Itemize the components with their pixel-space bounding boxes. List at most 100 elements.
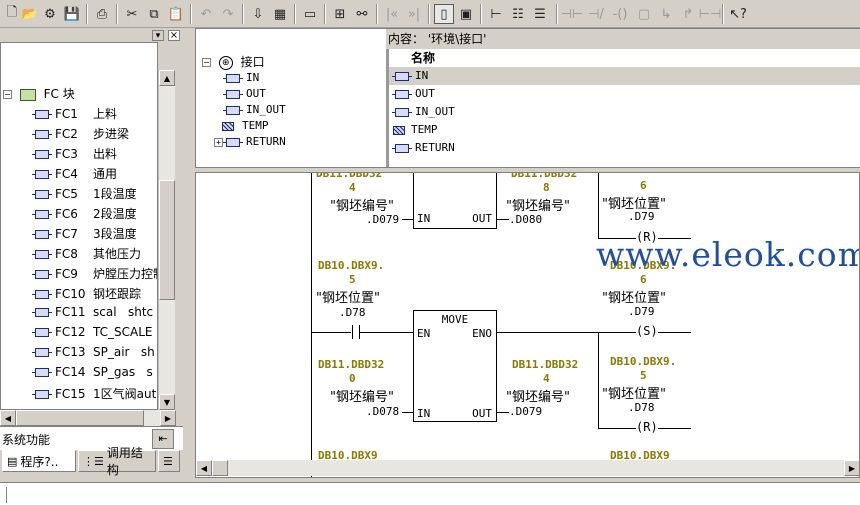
monitor-icon[interactable]: ▦ (273, 6, 287, 22)
net2-set-coil[interactable]: (S) (636, 324, 658, 338)
download-icon[interactable]: ⇩ (252, 6, 264, 22)
line-icon[interactable]: ⊢⊣ (698, 6, 722, 22)
contact-right (359, 325, 360, 339)
tab-more[interactable]: ☰ (158, 450, 180, 472)
interface-row-return[interactable]: RETURN (389, 139, 860, 157)
fc-block-icon (32, 210, 52, 219)
interface-tree-out[interactable]: OUT (222, 87, 266, 103)
close-icon[interactable]: × (168, 30, 180, 41)
contact-no-icon[interactable]: ☷ (512, 6, 524, 22)
open-branch-icon[interactable]: ⊣/ (588, 6, 604, 22)
close-branch-icon[interactable]: -() (612, 6, 628, 22)
collapse-icon[interactable]: − (3, 90, 12, 99)
scroll-down-icon[interactable]: ▼ (159, 394, 175, 410)
fc-name: 1区气阀aut (93, 387, 157, 401)
network-icon[interactable]: ⊞ (334, 6, 346, 22)
redo-icon[interactable]: ↷ (222, 6, 234, 22)
move-box-2[interactable]: MOVE EN ENO IN OUT (413, 310, 497, 422)
hscroll-thumb[interactable] (212, 460, 228, 476)
dock-icon[interactable]: ▾ (152, 30, 164, 41)
scroll-thumb[interactable] (159, 180, 175, 300)
accessible-nodes-icon[interactable]: ⚙ (44, 6, 56, 22)
interface-tree-temp[interactable]: TEMP (222, 119, 269, 135)
open-icon[interactable]: 📂 (21, 6, 39, 22)
connection-icon[interactable]: ▢ (637, 6, 651, 22)
overview-icon[interactable]: ▭ (303, 6, 317, 22)
scroll-up-icon[interactable]: ▲ (159, 70, 175, 86)
net1-in-symbol: "钢坯编号" (330, 199, 394, 214)
next-icon[interactable]: »| (407, 6, 421, 22)
interface-root[interactable]: − ⊕ 接口 (202, 53, 265, 73)
branch-icon[interactable]: ⊢ (490, 6, 502, 22)
move-box-1[interactable]: IN OUT (413, 173, 497, 229)
ladder-editor[interactable]: DB11.DBD32 4 "钢坯编号" .D079 IN OUT DB11.DB… (195, 172, 860, 478)
scroll-left-icon[interactable]: ◀ (196, 460, 212, 476)
tree-root[interactable]: − FC 块 (3, 85, 75, 105)
scroll-left-icon[interactable]: ◀ (0, 410, 16, 426)
tab-program-elements[interactable]: ▤ 程序?.. (2, 450, 76, 472)
branch-open-icon[interactable]: ↳ (660, 6, 672, 22)
explain-icon[interactable]: ⇤ (152, 429, 174, 449)
ladder-hscrollbar[interactable]: ◀ ▶ (196, 460, 859, 476)
new-icon[interactable]: 🗋 (6, 5, 18, 20)
fc-id: FC5 (55, 187, 78, 201)
interface-row-in-out[interactable]: IN_OUT (389, 103, 860, 121)
net1-in-operand: 4 (349, 181, 356, 194)
coil-icon[interactable]: ⊣⊢ (560, 6, 584, 22)
interface-row-temp[interactable]: TEMP (389, 121, 860, 139)
tab-call-structure[interactable]: ⋮☰ 调用结构 (78, 446, 156, 477)
move-title: MOVE (441, 313, 469, 326)
net1-reset-coil[interactable]: (R) (636, 230, 658, 244)
help-icon[interactable]: ↖? (729, 6, 747, 22)
hscroll-thumb[interactable] (16, 410, 144, 426)
tree-hscrollbar[interactable]: ◀ ▶ (0, 410, 176, 426)
paste-icon[interactable]: 📋 (167, 6, 185, 22)
pane-handle[interactable] (6, 487, 8, 503)
net2-out-operand: DB11.DBD32 (512, 358, 579, 371)
fc-name: 钢坯跟踪 (93, 287, 142, 301)
cut-icon[interactable]: ✂ (126, 6, 138, 22)
copy-icon[interactable]: ⧉ (149, 6, 159, 22)
interface-tree-in-out[interactable]: IN_OUT (222, 103, 286, 119)
pin-in: IN (417, 212, 431, 225)
reference-icon[interactable]: ⚯ (356, 6, 368, 22)
fc-block-icon (32, 290, 52, 299)
interface-row-out[interactable]: OUT (389, 85, 860, 103)
print-icon[interactable]: ⎙ (96, 6, 108, 22)
interface-tree-return[interactable]: +RETURN (214, 135, 286, 151)
interface-row-in[interactable]: IN (389, 67, 860, 85)
contact-nc-icon[interactable]: ☰ (534, 6, 546, 22)
scroll-right-icon[interactable]: ▶ (160, 410, 176, 426)
scroll-right-icon[interactable]: ▶ (844, 460, 859, 476)
expand-icon[interactable]: + (214, 138, 223, 147)
net2-reset-coil[interactable]: (R) (636, 420, 658, 434)
collapse-icon[interactable]: − (202, 58, 211, 67)
interface-tree-in[interactable]: IN (222, 71, 259, 87)
fc-name: 上料 (93, 107, 118, 121)
panel-splitter[interactable] (183, 28, 195, 478)
net1-coil-address: .D79 (628, 210, 655, 223)
net2-in-operand-2: 0 (349, 372, 356, 385)
branch-close-icon[interactable]: ↱ (682, 6, 694, 22)
undo-icon[interactable]: ↶ (200, 6, 212, 22)
lad-icon[interactable]: ▯ (434, 4, 454, 24)
tree-vscrollbar[interactable]: ▲ ▼ (158, 70, 175, 410)
previous-icon[interactable]: |« (385, 6, 399, 22)
save-icon[interactable]: 💾 (63, 6, 81, 22)
fbd-icon[interactable]: ▣ (459, 6, 473, 22)
